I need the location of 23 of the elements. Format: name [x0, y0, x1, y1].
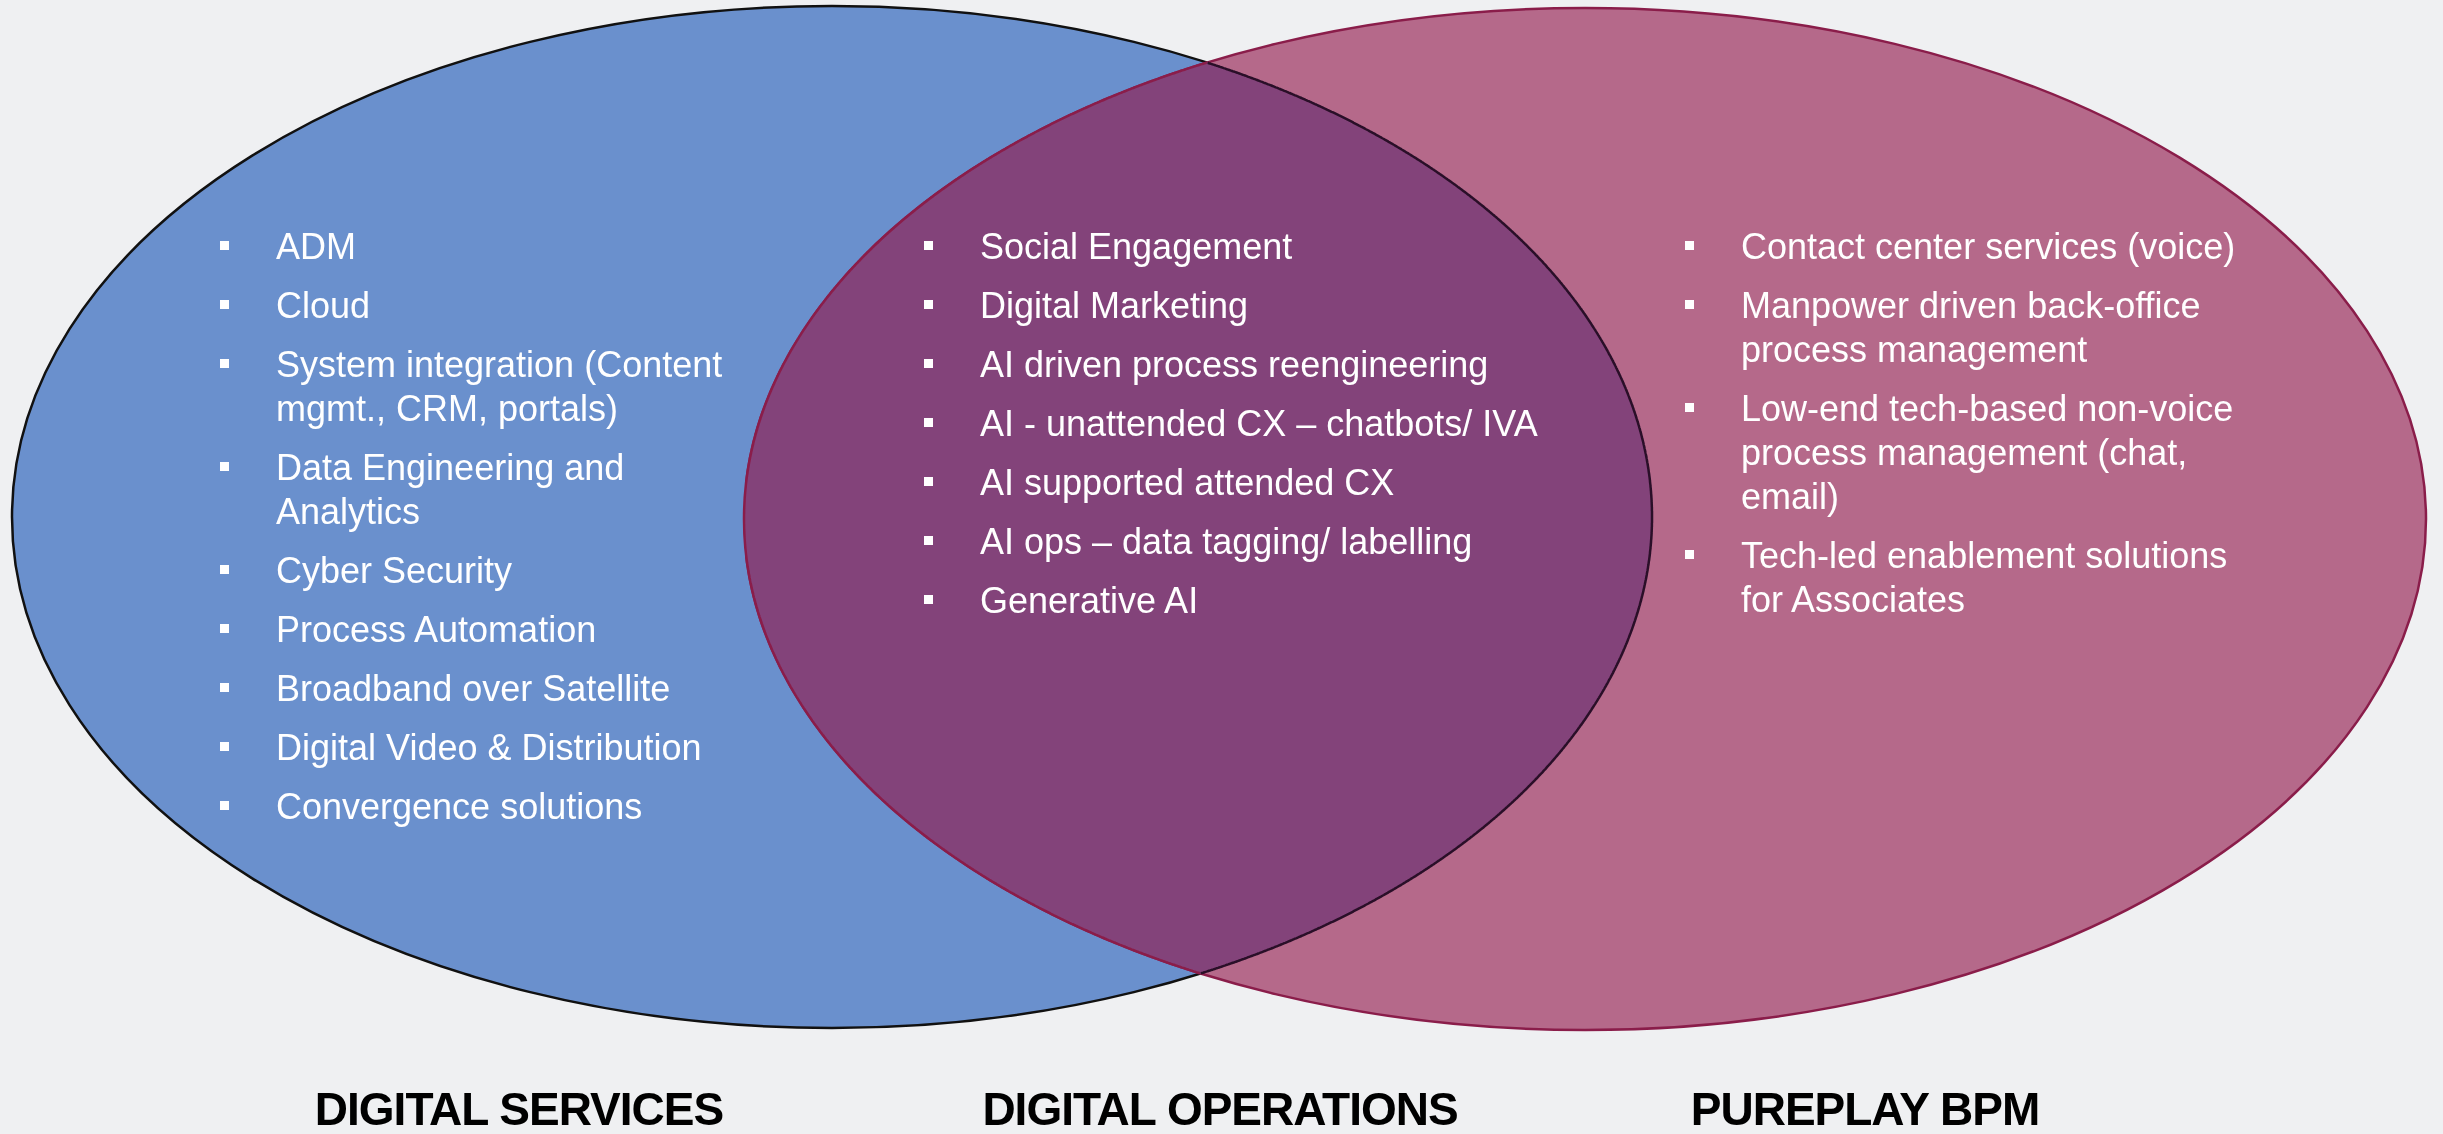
bullet-item: System integration (Content mgmt., CRM, portals)	[218, 343, 743, 431]
bullet-item: Digital Marketing	[922, 284, 1642, 328]
bullet-item: Data Engineering and Analytics	[218, 446, 743, 534]
bullet-item: Digital Video & Distribution	[218, 726, 743, 770]
bullet-item: Process Automation	[218, 608, 743, 652]
bullet-item: Convergence solutions	[218, 785, 743, 829]
bullet-item: Social Engagement	[922, 225, 1642, 269]
set-heading: DIGITAL OPERATIONS	[982, 1082, 1458, 1134]
bullet-item: AI - unattended CX – chatbots/ IVA	[922, 402, 1642, 446]
set-heading: PUREPLAY BPM	[1690, 1082, 2040, 1134]
bullet-item: Broadband over Satellite	[218, 667, 743, 711]
bullet-item: AI driven process reengineering	[922, 343, 1642, 387]
bullet-item: Generative AI	[922, 579, 1642, 623]
bullet-item: Cyber Security	[218, 549, 743, 593]
bullet-item: Cloud	[218, 284, 743, 328]
bullet-item: ADM	[218, 225, 743, 269]
set-heading: DIGITAL SERVICES	[314, 1082, 724, 1134]
bullet-item: Contact center services (voice)	[1683, 225, 2243, 269]
bullet-item: Tech-led enablement solutions for Associates	[1683, 534, 2243, 622]
bullet-item: AI supported attended CX	[922, 461, 1642, 505]
bullet-item: Manpower driven back-office process management	[1683, 284, 2243, 372]
bullet-item: Low-end tech-based non-voice process management (chat, email)	[1683, 387, 2243, 519]
bullet-item: AI ops – data tagging/ labelling	[922, 520, 1642, 564]
